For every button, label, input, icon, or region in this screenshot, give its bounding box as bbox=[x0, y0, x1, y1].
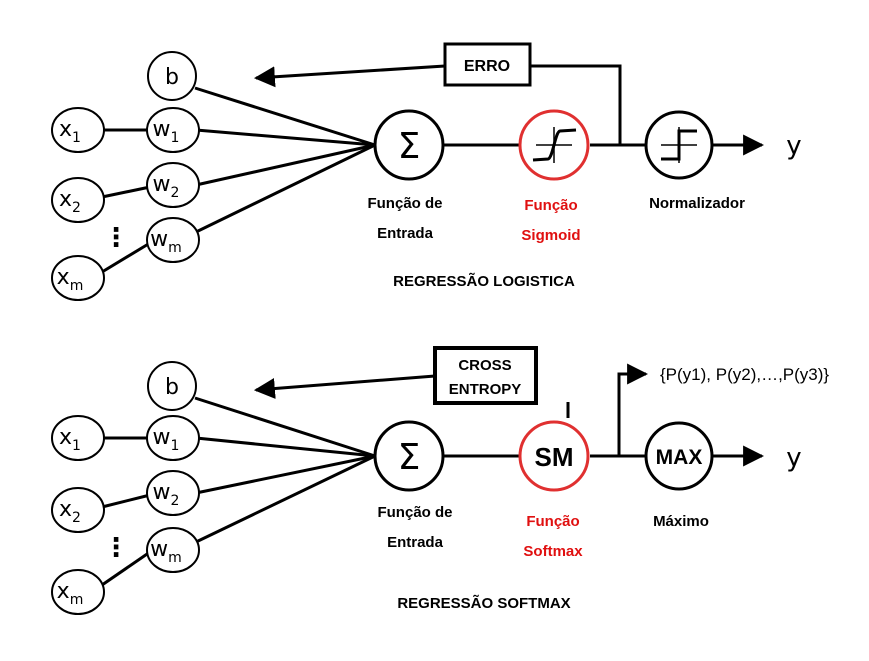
sigmoid-curve-icon bbox=[532, 127, 577, 163]
svg-text:x1: x1 bbox=[59, 117, 81, 146]
step-function-icon bbox=[661, 127, 697, 163]
bottom-output-y: y bbox=[786, 443, 801, 473]
bottom-sum-node: Σ bbox=[373, 420, 445, 492]
bottom-bias-node: b bbox=[147, 361, 197, 411]
svg-text:w2: w2 bbox=[153, 480, 180, 509]
svg-text:x2: x2 bbox=[59, 497, 81, 526]
top-activation-label-line1: Função bbox=[524, 197, 577, 214]
top-input-xm-node: xm bbox=[51, 255, 105, 301]
svg-text:xm: xm bbox=[57, 265, 84, 294]
bottom-activation-label-line1: Função bbox=[526, 513, 579, 530]
bottom-weight-wm-node: wm bbox=[146, 527, 200, 573]
top-normalizer-node bbox=[644, 110, 714, 180]
top-weight-wm-node: wm bbox=[146, 217, 200, 263]
svg-text:x1: x1 bbox=[59, 425, 81, 454]
bottom-input-xm-node: xm bbox=[51, 569, 105, 615]
top-weight-w1-node: w1 bbox=[146, 107, 200, 153]
softmax-regression-diagram: b x1 x2 xm w1 w2 wm ⋮ bbox=[51, 346, 829, 615]
top-sigmoid-node bbox=[518, 109, 590, 181]
top-weight-w2-node: w2 bbox=[146, 162, 200, 208]
top-output-y: y bbox=[786, 131, 801, 161]
bottom-input-x1-node: x1 bbox=[51, 415, 105, 461]
probability-set-label: {P(y1), P(y2),…,P(y3)} bbox=[660, 365, 829, 384]
logistic-regression-diagram: b x1 x2 xm w1 w2 wm ⋮ bbox=[51, 42, 802, 301]
bottom-softmax-node: SM bbox=[518, 420, 590, 492]
bottom-max-label: Máximo bbox=[653, 513, 709, 530]
svg-text:xm: xm bbox=[57, 579, 84, 608]
bottom-input-fn-label-line1: Função de bbox=[377, 504, 452, 521]
bottom-weight-w2-node: w2 bbox=[146, 470, 200, 516]
top-ellipsis: ⋮ bbox=[103, 223, 129, 253]
top-error-box: ERRO bbox=[443, 42, 532, 87]
bottom-max-node: MAX bbox=[644, 421, 714, 491]
cross-entropy-label-line1: CROSS bbox=[458, 357, 511, 374]
bottom-sum-symbol: Σ bbox=[398, 437, 421, 478]
top-sum-symbol: Σ bbox=[398, 126, 421, 167]
cross-entropy-label-line2: ENTROPY bbox=[449, 381, 522, 398]
top-sum-node: Σ bbox=[373, 109, 445, 181]
svg-text:w1: w1 bbox=[153, 425, 180, 454]
bottom-weight-w1-node: w1 bbox=[146, 415, 200, 461]
bottom-input-x2-node: x2 bbox=[51, 487, 105, 533]
bottom-input-fn-label-line2: Entrada bbox=[387, 534, 444, 551]
top-input-fn-label-line1: Função de bbox=[367, 195, 442, 212]
bottom-title: REGRESSÃO SOFTMAX bbox=[397, 594, 570, 612]
bottom-cross-entropy-box: CROSS ENTROPY bbox=[433, 346, 538, 405]
svg-text:w2: w2 bbox=[153, 172, 180, 201]
top-input-x1-node: x1 bbox=[51, 107, 105, 153]
top-bias-node: b bbox=[147, 51, 197, 101]
svg-text:wm: wm bbox=[150, 537, 182, 566]
top-connections bbox=[101, 64, 765, 274]
bottom-connections bbox=[101, 363, 765, 587]
svg-text:wm: wm bbox=[150, 227, 182, 256]
bottom-bias-label: b bbox=[165, 375, 179, 400]
max-symbol: MAX bbox=[656, 446, 703, 469]
error-box-label: ERRO bbox=[464, 58, 510, 75]
top-bias-label: b bbox=[165, 65, 179, 90]
svg-text:x2: x2 bbox=[59, 187, 81, 216]
top-normalizer-label: Normalizador bbox=[649, 195, 745, 212]
top-activation-label-line2: Sigmoid bbox=[521, 227, 580, 244]
bottom-activation-label-line2: Softmax bbox=[523, 543, 583, 560]
top-input-fn-label-line2: Entrada bbox=[377, 225, 434, 242]
bottom-ellipsis: ⋮ bbox=[103, 533, 129, 563]
top-title: REGRESSÃO LOGISTICA bbox=[393, 272, 575, 290]
softmax-symbol: SM bbox=[535, 442, 574, 472]
svg-text:w1: w1 bbox=[153, 117, 180, 146]
top-input-x2-node: x2 bbox=[51, 177, 105, 223]
